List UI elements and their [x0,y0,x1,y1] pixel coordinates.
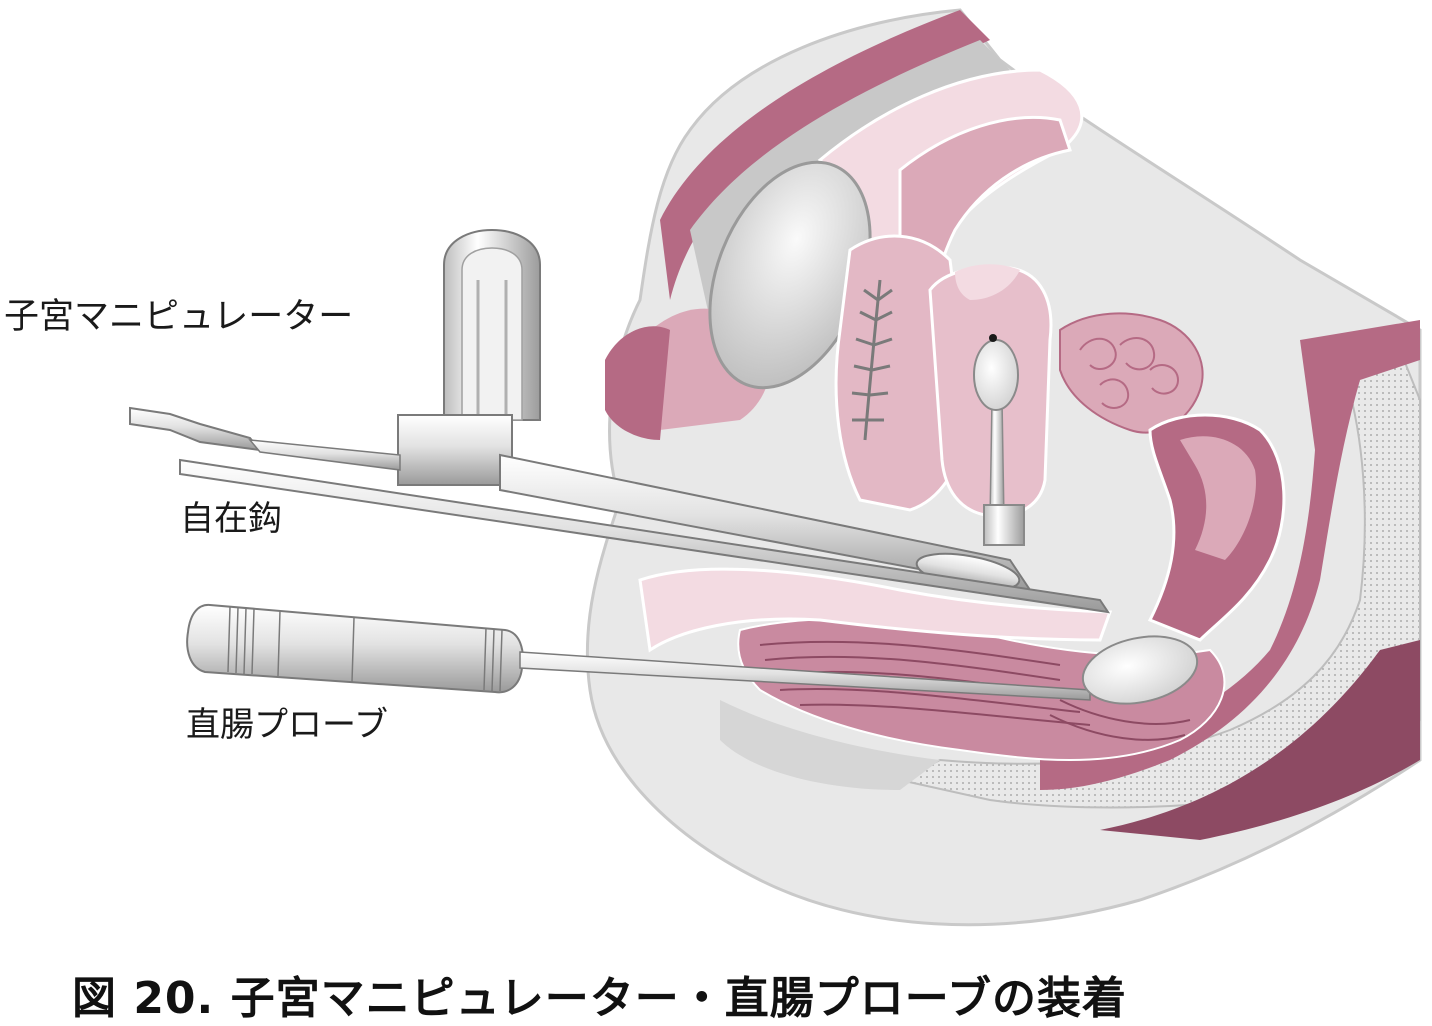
rectal-probe [186,603,1091,701]
label-uterine-manipulator: 子宮マニピュレーター [4,297,354,337]
posterior-tissue-band [1040,320,1420,790]
manipulator-balloon [973,339,1019,411]
intestine-loops [1059,312,1204,434]
ischiorectal-fat [720,700,940,790]
manipulator-tip [989,334,997,342]
vaginal-rugae [851,279,893,441]
perineum [638,567,1113,653]
uterine-fundus [955,264,1020,300]
figure-caption: 図 20. 子宮マニピュレーター・直腸プローブの装着 [72,973,1128,1024]
rectal-muscle-fibers [759,640,1191,741]
label-rectal-probe: 直腸プローブ [186,705,388,745]
rectum-lumen [1180,436,1256,560]
uterine-manipulator-handle [397,228,541,486]
manipulator-shaft-inner [989,399,1005,521]
retractor-rod [179,458,1111,614]
label-retractor: 自在鈎 [180,499,282,539]
pubic-bone [605,326,670,440]
intestine-coils [1079,337,1180,409]
posterior-dark-band [1100,640,1420,840]
manipulator-connector [129,406,401,471]
rectal-probe-tip [1081,635,1199,705]
manipulator-cup [983,504,1025,546]
abdominal-wall [660,10,990,300]
abdominal-wall-inner [690,40,1010,320]
